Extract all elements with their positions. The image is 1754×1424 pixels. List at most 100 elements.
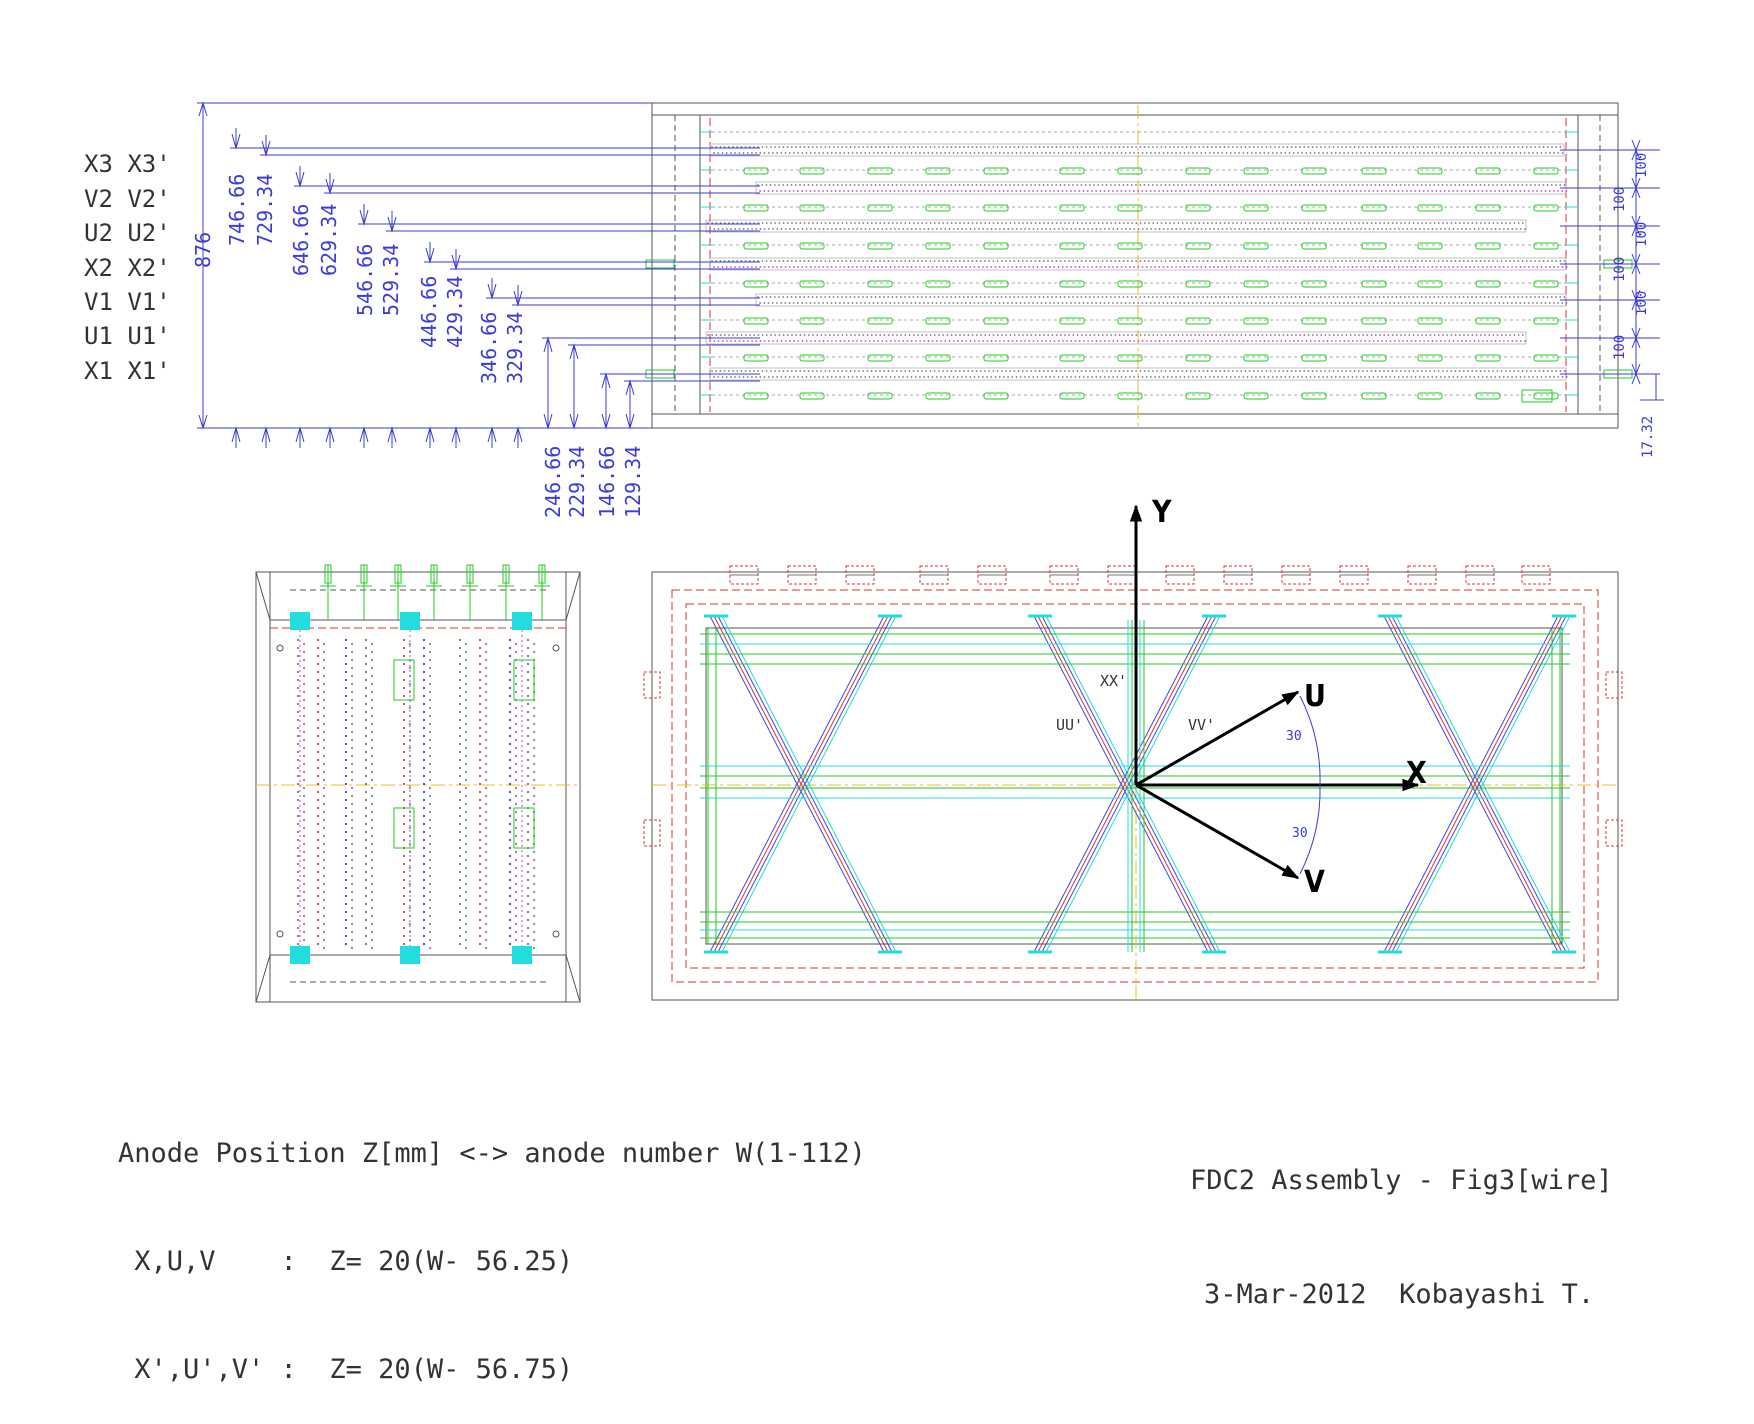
side-wire-dot (478, 774, 482, 778)
wire-dot (889, 340, 892, 342)
wire-dot (912, 370, 915, 372)
wire-dot (1160, 334, 1163, 336)
side-wire-dot (364, 654, 368, 658)
side-wire-dot (296, 862, 300, 866)
wire-dot (1015, 340, 1018, 342)
wire-dot (818, 228, 821, 230)
wire-dot (933, 184, 936, 186)
wire-dot (1093, 370, 1096, 372)
wire-dot (1466, 296, 1469, 298)
wire-dot (1088, 296, 1091, 298)
wire-dot (826, 376, 829, 378)
wire-dot (1099, 302, 1102, 304)
wire-dot (803, 296, 806, 298)
side-wire-dot (484, 778, 488, 782)
wire-dot (1355, 302, 1358, 304)
side-wire-dot (458, 918, 462, 922)
wire-dot (1189, 146, 1192, 148)
side-wire-dot (484, 946, 488, 950)
wire-dot (948, 228, 951, 230)
wire-dot (946, 260, 949, 262)
wire-dot (874, 184, 877, 186)
wire-labels: XX' UU' VV' (1056, 672, 1215, 734)
wire-dot (984, 334, 987, 336)
side-wire-dot (296, 678, 300, 682)
wire-dot (956, 376, 959, 378)
wire-dot (996, 146, 999, 148)
side-wire-dot (322, 922, 326, 926)
wire-dot (973, 266, 976, 268)
wire-dot (1189, 260, 1192, 262)
wire-dot (1229, 266, 1232, 268)
wire-dot (1036, 340, 1039, 342)
side-wire-dot (526, 862, 530, 866)
wire-dot (1319, 296, 1322, 298)
wire-dot (1251, 340, 1253, 342)
wire-dot (954, 260, 957, 262)
green-spacer (1361, 204, 1387, 212)
wire-dot (973, 302, 976, 304)
side-wire-dot (316, 638, 320, 642)
side-wire-dot (464, 786, 468, 790)
wire-dot (1099, 190, 1102, 192)
wire-dot (1345, 222, 1348, 224)
wire-dot (778, 296, 780, 298)
wire-dot (1252, 260, 1255, 262)
side-wire-dot (322, 730, 326, 734)
wire-dot (1412, 184, 1415, 186)
wire-dot (1064, 222, 1066, 224)
wire-dot (879, 260, 881, 262)
wire-dot (1030, 296, 1032, 298)
wire-dot (1351, 228, 1354, 230)
wire-dot (1087, 266, 1089, 268)
side-wire-dot (322, 914, 326, 918)
wire-dot (894, 228, 896, 230)
wire-dot (1171, 376, 1173, 378)
wire-dot (1200, 376, 1203, 378)
wire-dot (1317, 190, 1320, 192)
wire-dot (862, 146, 865, 148)
side-wire-dot (422, 790, 426, 794)
wire-dot (1305, 302, 1307, 304)
side-wire-dot (344, 718, 348, 722)
wire-dot (1168, 296, 1171, 298)
wire-dot (1280, 302, 1282, 304)
wire-dot (849, 296, 852, 298)
side-wire-dot (508, 774, 512, 778)
wire-dot (937, 296, 940, 298)
wire-dot (1422, 302, 1425, 304)
wire-dot (1269, 184, 1272, 186)
side-wire-dot (322, 770, 326, 774)
wire-dot (1001, 334, 1003, 336)
wire-dot (923, 190, 925, 192)
green-spacer (1301, 204, 1327, 212)
wire-dot (1166, 190, 1169, 192)
wire-dot (1318, 376, 1320, 378)
wire-dot (1275, 302, 1278, 304)
wire-dot (1101, 296, 1104, 298)
wire-dot (1044, 302, 1047, 304)
wire-dot (1038, 184, 1041, 186)
wire-dot (1540, 376, 1543, 378)
side-wire-dot (514, 850, 518, 854)
wire-dot (803, 146, 806, 148)
wire-dot (1152, 260, 1154, 262)
side-wire-dot (296, 782, 300, 786)
wire-dot (1437, 334, 1440, 336)
wire-dot (1130, 184, 1133, 186)
wire-dot (1179, 376, 1182, 378)
side-wire-dot (428, 650, 432, 654)
wire-dot (748, 260, 751, 262)
wire-dot (1440, 340, 1442, 342)
wire-dot (1139, 184, 1142, 186)
green-spacer (1185, 280, 1211, 288)
side-wire-dot (514, 682, 518, 686)
wire-dot (1067, 296, 1070, 298)
wire-dot (1492, 146, 1495, 148)
side-wire-dot (370, 746, 374, 750)
wire-dot (801, 302, 803, 304)
wire-dot (713, 228, 716, 230)
wire-dot (1559, 370, 1562, 372)
wire-dot (875, 222, 877, 224)
wire-dot (1133, 302, 1135, 304)
